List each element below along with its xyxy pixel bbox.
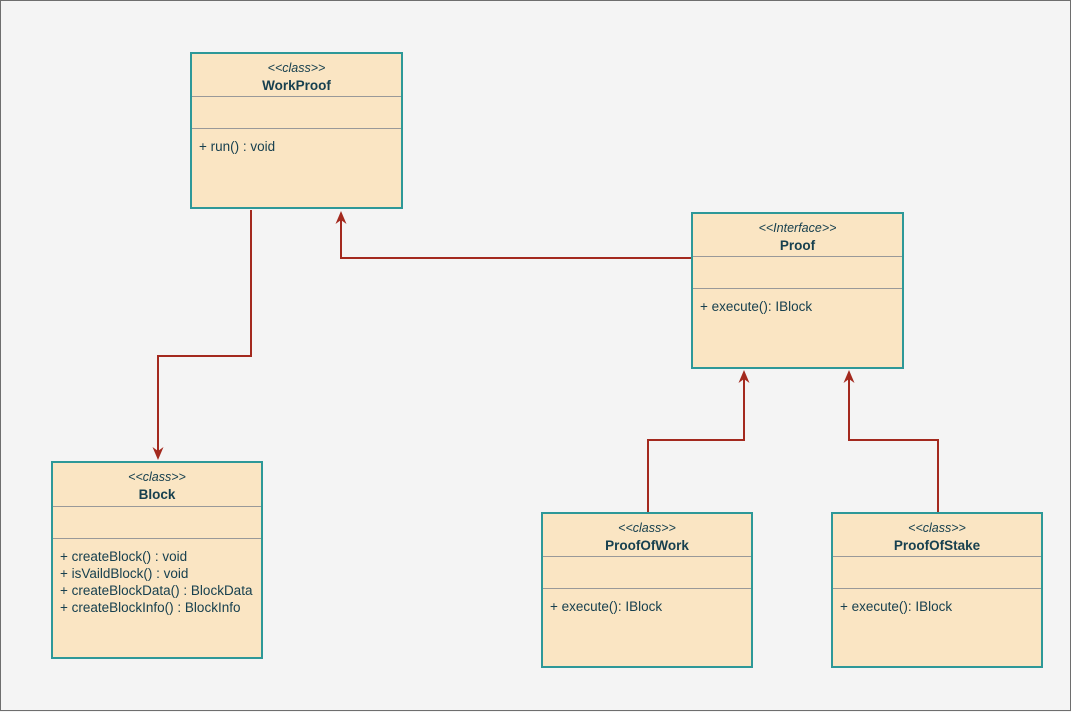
method-entry: + createBlockData() : BlockData bbox=[60, 583, 253, 598]
attributes-section bbox=[693, 257, 902, 289]
class-box-proofofwork[interactable]: <<class>> ProofOfWork + execute(): IBloc… bbox=[541, 512, 753, 668]
stereotype-label: <<class>> bbox=[908, 521, 966, 535]
class-box-proofofstake[interactable]: <<class>> ProofOfStake + execute(): IBlo… bbox=[831, 512, 1043, 668]
method-entry: + createBlock() : void bbox=[60, 549, 188, 564]
methods-section: + execute(): IBlock bbox=[833, 589, 1041, 666]
connector-proofofstake-to-proof[interactable] bbox=[843, 370, 939, 512]
class-header: <<class>> Block bbox=[53, 463, 261, 507]
methods-section: + createBlock() : void + isVaildBlock() … bbox=[53, 539, 261, 657]
attributes-section bbox=[543, 557, 751, 589]
class-name: ProofOfWork bbox=[605, 538, 689, 553]
connector-workproof-to-block[interactable] bbox=[152, 210, 252, 460]
method-entry: + execute(): IBlock bbox=[700, 299, 813, 314]
class-box-workproof[interactable]: <<class>> WorkProof + run() : void bbox=[190, 52, 403, 209]
class-name: Proof bbox=[779, 238, 816, 253]
stereotype-label: <<class>> bbox=[267, 61, 326, 75]
class-header: <<class>> ProofOfStake bbox=[833, 514, 1041, 557]
class-box-proof[interactable]: <<Interface>> Proof + execute(): IBlock bbox=[691, 212, 904, 369]
method-entry: + createBlockInfo() : BlockInfo bbox=[60, 600, 241, 615]
class-header: <<Interface>> Proof bbox=[693, 214, 902, 257]
method-entry: + run() : void bbox=[199, 139, 276, 154]
attributes-section bbox=[192, 97, 401, 129]
attributes-section bbox=[833, 557, 1041, 589]
method-entry: + execute(): IBlock bbox=[840, 599, 953, 614]
method-entry: + isVaildBlock() : void bbox=[60, 566, 189, 581]
class-name: ProofOfStake bbox=[893, 538, 981, 553]
class-name: Block bbox=[138, 487, 176, 502]
stereotype-label: <<class>> bbox=[128, 470, 186, 484]
stereotype-label: <<Interface>> bbox=[758, 221, 837, 235]
class-header: <<class>> ProofOfWork bbox=[543, 514, 751, 557]
methods-section: + execute(): IBlock bbox=[693, 289, 902, 367]
connector-proof-to-workproof[interactable] bbox=[335, 211, 692, 259]
class-box-block[interactable]: <<class>> Block + createBlock() : void +… bbox=[51, 461, 263, 659]
methods-section: + run() : void bbox=[192, 129, 401, 207]
methods-section: + execute(): IBlock bbox=[543, 589, 751, 666]
class-name: WorkProof bbox=[262, 78, 331, 93]
stereotype-label: <<class>> bbox=[618, 521, 676, 535]
connector-proofofwork-to-proof[interactable] bbox=[647, 370, 750, 512]
class-header: <<class>> WorkProof bbox=[192, 54, 401, 97]
attributes-section bbox=[53, 507, 261, 539]
method-entry: + execute(): IBlock bbox=[550, 599, 663, 614]
